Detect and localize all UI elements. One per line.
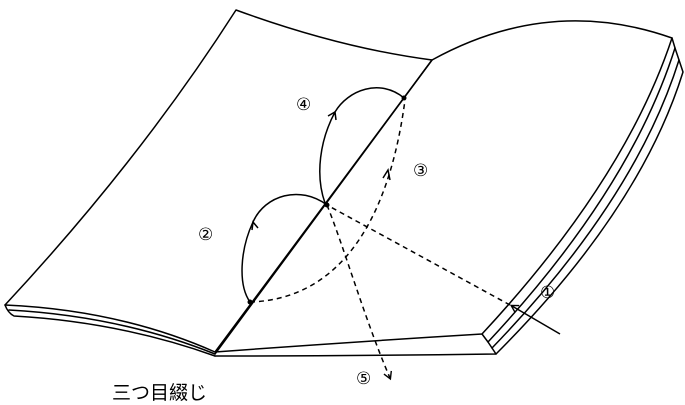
step-label-1: ① bbox=[540, 283, 555, 303]
left-page-edge-inner bbox=[8, 309, 216, 355]
right-page-stack-3 bbox=[495, 59, 684, 355]
step-label-2: ② bbox=[198, 225, 213, 245]
right-page-stack-2 bbox=[491, 47, 680, 349]
thread-path-1 bbox=[326, 204, 511, 306]
hole-bottom bbox=[247, 299, 253, 305]
right-page-stack bbox=[487, 37, 676, 343]
step-label-4: ④ bbox=[296, 95, 311, 115]
thread-path-5 bbox=[326, 204, 392, 381]
right-page-outline bbox=[214, 20, 673, 353]
thread-arrow-4 bbox=[327, 110, 337, 121]
left-page-outline bbox=[4, 9, 433, 353]
thread-loop-4 bbox=[319, 87, 405, 204]
thread-tail-1 bbox=[509, 304, 561, 335]
thread-arrow-3 bbox=[382, 168, 391, 181]
right-page-bottom-edge bbox=[214, 333, 497, 357]
step-label-5: ⑤ bbox=[356, 369, 371, 389]
thread-loop-2 bbox=[241, 193, 328, 303]
left-page-edge bbox=[4, 304, 216, 357]
thread-arrow-2 bbox=[251, 220, 259, 231]
spine-fold bbox=[214, 59, 433, 355]
step-label-3: ③ bbox=[413, 161, 428, 181]
figure-caption: 三つ目綴じ bbox=[112, 382, 208, 404]
hole-top bbox=[401, 95, 407, 101]
hole-middle bbox=[324, 202, 330, 208]
